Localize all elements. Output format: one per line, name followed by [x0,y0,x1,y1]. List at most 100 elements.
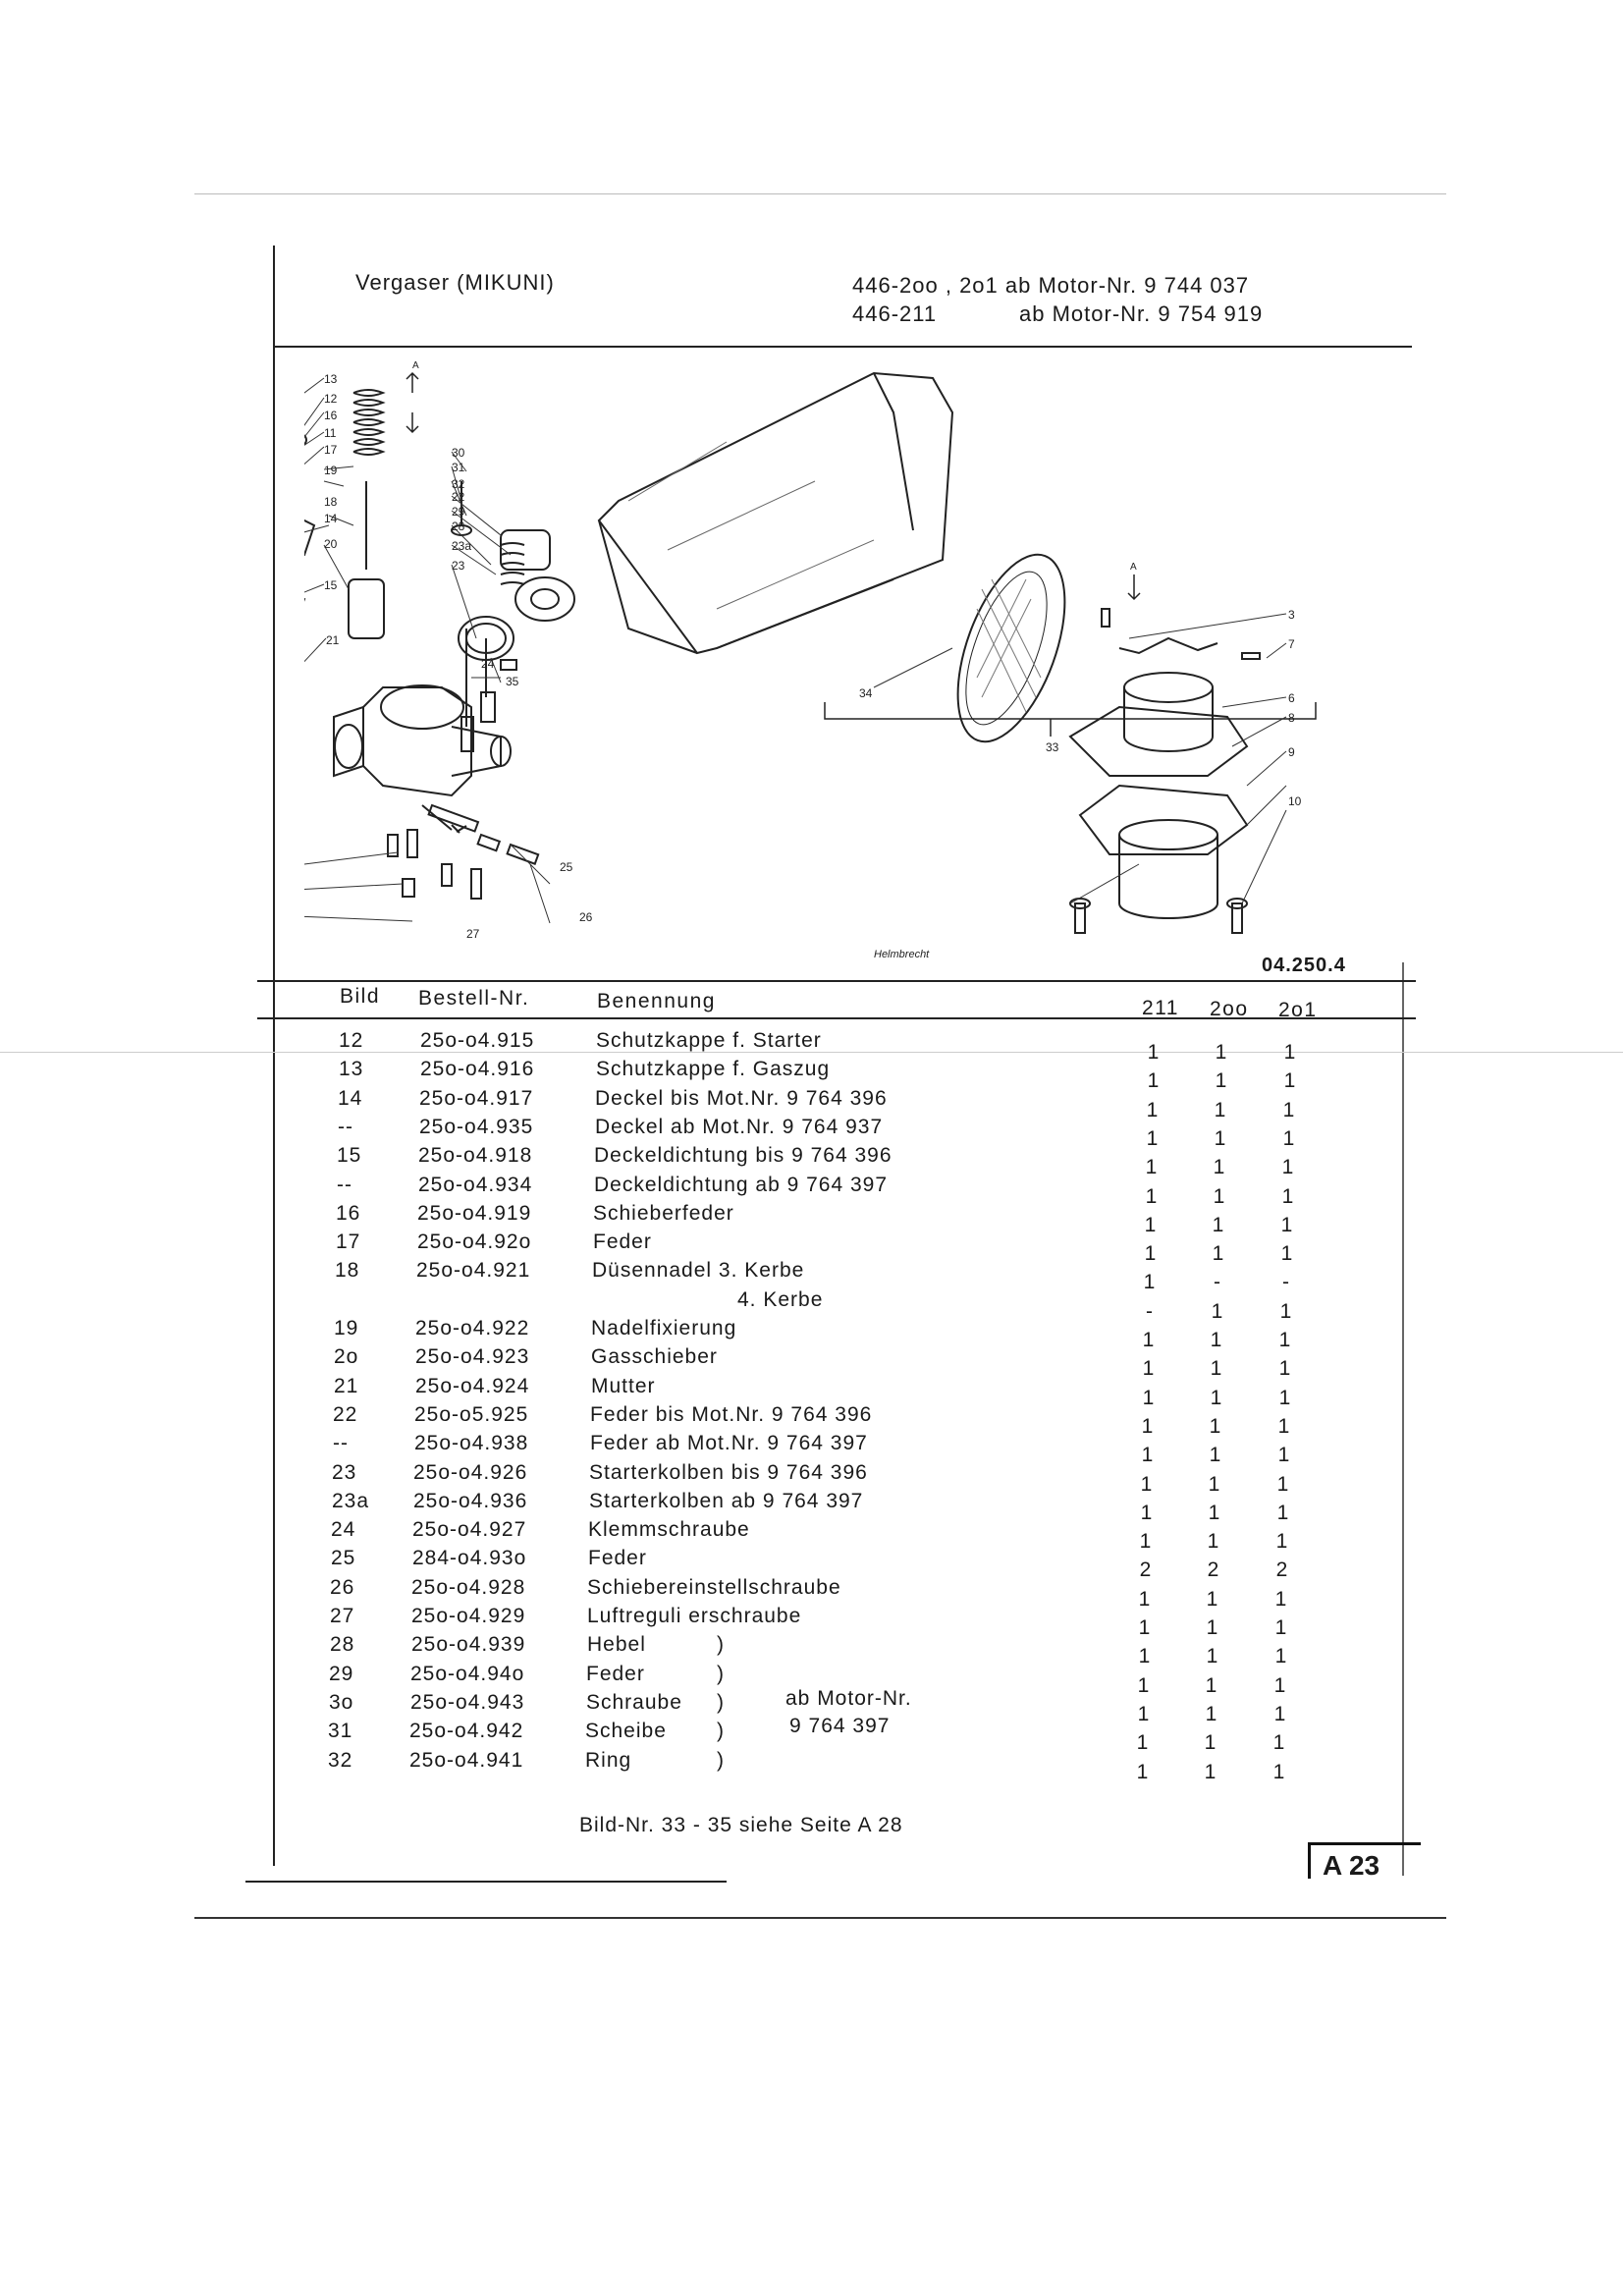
cell-bild: 25 [331,1547,356,1569]
cell-benennung: Starterkolben bis 9 764 396 [589,1461,868,1484]
cell-qty-200: 1 [1212,1214,1225,1236]
cell-qty-201: 2 [1275,1558,1289,1581]
callout-label: 34 [859,686,873,700]
cell-qty-200: 1 [1209,1444,1222,1466]
signature-line [245,1881,727,1883]
cell-benennung: Deckel ab Mot.Nr. 9 764 937 [595,1116,884,1138]
flow-arrow-label: A [1130,562,1137,573]
cell-qty-200: 1 [1205,1674,1218,1697]
cell-qty-211: 1 [1141,1444,1155,1466]
model-line-2-rest: ab Motor-Nr. 9 754 919 [1019,301,1264,326]
cell-bild: 14 [338,1087,363,1110]
document-title: Vergaser (MIKUNI) [355,270,555,295]
cell-qty-211: 1 [1139,1530,1153,1553]
cell-bestell-nr: 25o-o4.917 [419,1087,534,1110]
cell-qty-211: 2 [1139,1558,1153,1581]
cell-qty-200: 1 [1208,1502,1221,1524]
cell-benennung: Feder [593,1230,652,1253]
cell-qty-200: 1 [1214,1127,1227,1150]
cell-qty-211: 1 [1138,1616,1152,1639]
cell-bild: -- [333,1432,349,1454]
callout-label: 31 [452,461,465,474]
cell-qty-200: 1 [1204,1731,1217,1754]
cell-bild: 2o [334,1345,359,1368]
slide-spring [352,389,386,456]
cell-qty-200: 1 [1206,1616,1219,1639]
cell-qty-211: 1 [1138,1588,1152,1611]
cell-qty-211: 1 [1137,1674,1151,1697]
cell-bestell-nr: 25o-o4.921 [416,1259,531,1282]
cell-qty-201: 1 [1283,1069,1297,1092]
callout-label: 11 [324,426,337,440]
cell-qty-200: 1 [1210,1357,1223,1380]
callout-label: 15 [324,578,338,592]
cell-bestell-nr: 25o-o4.935 [419,1116,534,1138]
col-header-200: 2oo [1210,998,1249,1020]
cell-qty-201: 1 [1277,1415,1291,1438]
cell-qty-201: 1 [1273,1703,1287,1725]
col-header-201: 2o1 [1278,999,1318,1021]
callout-label: 3 [1288,608,1295,622]
cell-qty-201: 1 [1281,1185,1295,1208]
cell-qty-211: 1 [1147,1041,1161,1064]
callout-label: 22 [452,490,465,504]
bottom-rule [194,1917,1446,1919]
cell-benennung: Starterkolben ab 9 764 397 [589,1490,864,1512]
cell-bild: -- [337,1174,352,1196]
callout-label: 26 [579,910,593,924]
cell-benennung: Schraube [586,1691,682,1714]
cell-bestell-nr: 25o-o4.924 [415,1375,530,1397]
cell-qty-201: 1 [1278,1329,1292,1351]
cell-qty-200: 1 [1210,1329,1223,1351]
caps [304,434,307,446]
cell-bestell-nr: 25o-o4.916 [420,1058,535,1080]
cell-qty-211: 1 [1147,1069,1161,1092]
throttle-slide [348,578,385,639]
cell-qty-201: 1 [1274,1616,1288,1639]
cell-qty-201: 1 [1280,1242,1294,1265]
cell-qty-200: 1 [1207,1530,1220,1553]
callout-label: 13 [324,372,338,386]
cell-bestell-nr: 25o-o4.915 [420,1029,535,1052]
table-header-rule [257,1017,1416,1019]
cell-bestell-nr: 25o-o4.941 [409,1749,524,1772]
cell-bestell-nr: 25o-o4.918 [418,1144,533,1167]
screws [387,803,540,900]
cell-bestell-nr: 25o-o4.939 [411,1633,526,1656]
cell-qty-211: 1 [1138,1645,1152,1667]
cell-benennung: Feder ab Mot.Nr. 9 764 397 [590,1432,868,1454]
bracket-mark: ) [717,1691,725,1714]
cell-benennung: Feder [586,1663,645,1685]
footer-note: Bild-Nr. 33 - 35 siehe Seite A 28 [579,1814,903,1836]
cell-benennung: Feder [588,1547,647,1569]
cell-qty-211: 1 [1136,1731,1150,1754]
cell-benennung: Mutter [591,1375,656,1397]
cell-qty-201: 1 [1273,1674,1287,1697]
callout-label: 23 [452,559,465,573]
bracket-mark: ) [717,1663,725,1685]
model-line-1: 446-2oo , 2o1 ab Motor-Nr. 9 744 037 [852,273,1250,298]
flow-arrows [406,371,1141,601]
cell-qty-200: 2 [1207,1558,1220,1581]
cell-bild: 32 [328,1749,353,1772]
cell-bild: 23a [332,1490,370,1512]
cell-bestell-nr: 25o-o4.934 [418,1174,533,1196]
cell-qty-200: 1 [1208,1473,1221,1496]
cell-qty-211: 1 [1143,1271,1157,1293]
callout-label: 14 [324,512,338,525]
figure-code: 04.250.4 [1262,955,1346,976]
cell-qty-211: 1 [1146,1099,1160,1121]
cell-bild: 16 [336,1202,361,1225]
cell-benennung: Schieberfeder [593,1202,734,1225]
cell-qty-211: 1 [1140,1502,1154,1524]
cell-bestell-nr: 25o-o4.929 [411,1605,526,1627]
cell-bestell-nr: 284-o4.93o [412,1547,527,1569]
cell-bild: 17 [336,1230,361,1253]
cell-qty-201: 1 [1279,1300,1293,1323]
callout-label: 28 [452,519,465,533]
cell-benennung: 4. Kerbe [737,1288,824,1311]
cell-benennung: Feder bis Mot.Nr. 9 764 396 [590,1403,873,1426]
callout-label: 19 [324,464,338,477]
top-rule [194,193,1446,194]
callout-label: 32 [452,477,465,491]
